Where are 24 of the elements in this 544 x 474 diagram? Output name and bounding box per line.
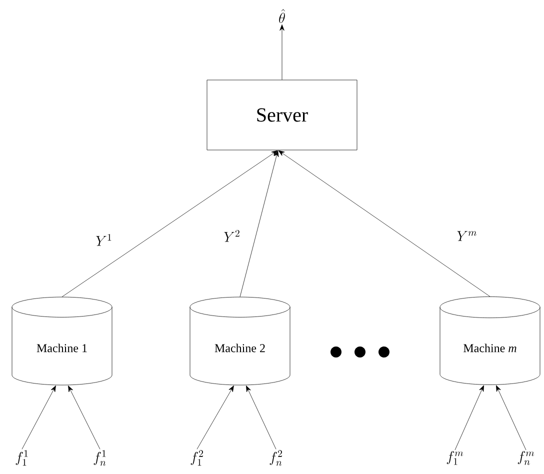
formula-label: $f_{n}^{2}$ — [270, 450, 282, 466]
formula-label: $f_{1}^{2}$ — [190, 450, 203, 466]
arrow — [62, 150, 278, 298]
formula-label: $\hat{\theta}$ — [279, 9, 286, 24]
machine-cylinder: Machine 2 — [190, 296, 290, 386]
edge-label: $Y^{m}$ — [456, 230, 478, 242]
formula-label: $f_{1}^{1}$ — [16, 450, 28, 466]
arrow — [246, 386, 276, 450]
arrow — [196, 386, 234, 450]
server-box: Server — [206, 80, 358, 150]
formula-label: $f_{n}^{m}$ — [518, 451, 534, 465]
machine-cylinder: Machine m — [440, 296, 540, 385]
arrow — [280, 24, 284, 80]
formula-label: $f_{n}^{1}$ — [94, 450, 106, 466]
arrow — [454, 385, 484, 450]
formula-label: $f_{1}^{m}$ — [446, 451, 464, 465]
edge-label: $Y^{2}$ — [222, 229, 242, 243]
machine-cylinder: Machine 1 — [12, 296, 112, 386]
edge-label: $Y^{1}$ — [94, 233, 114, 247]
arrow — [68, 386, 100, 450]
arrow — [240, 150, 279, 298]
arrow — [496, 385, 526, 450]
arrow — [278, 150, 490, 297]
arrow — [22, 386, 56, 450]
